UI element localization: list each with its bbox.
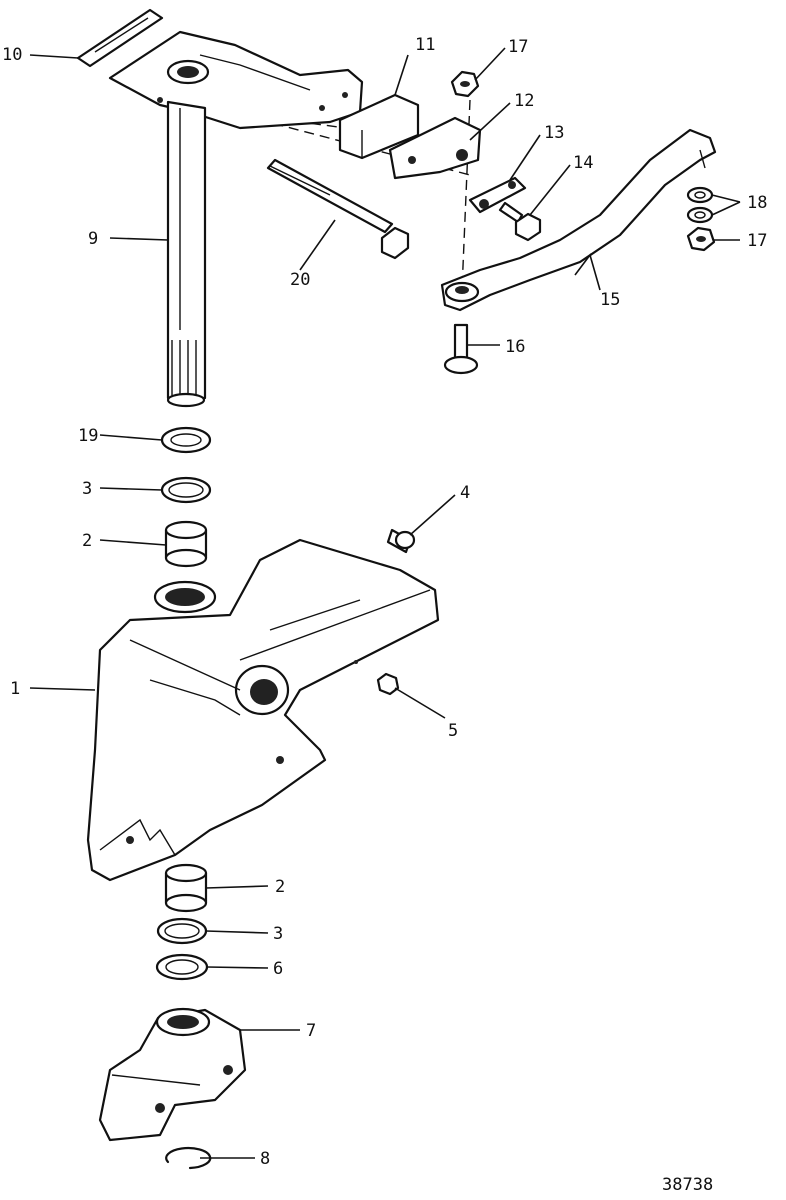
callout-3-lower: 3 (273, 924, 283, 944)
part-13-tab-washer (468, 176, 527, 214)
figure-number: 38738 (662, 1175, 713, 1195)
part-14-bolt (498, 201, 542, 242)
callout-16: 16 (505, 337, 525, 357)
callout-9: 9 (88, 229, 98, 249)
part-19-ring (160, 426, 212, 454)
part-20-long-bolt (266, 158, 410, 260)
part-3-ring-upper (160, 476, 212, 504)
callout-10: 10 (2, 45, 22, 65)
callout-13: 13 (544, 123, 564, 143)
part-17-nut-top (450, 70, 480, 98)
callout-labels: 10 11 17 12 13 14 18 17 9 20 15 16 19 3 … (2, 35, 767, 1195)
part-10-retainer-plate (76, 8, 164, 68)
part-8-snap-ring (165, 1146, 212, 1170)
part-7-steering-yoke (98, 1007, 247, 1142)
callout-7: 7 (306, 1021, 316, 1041)
part-12-plate (388, 116, 482, 180)
part-3-ring-lower (156, 917, 208, 945)
part-steering-arm-bracket (108, 30, 364, 130)
part-17-nut-right (686, 226, 716, 252)
part-5-grease-fitting (376, 672, 400, 696)
callout-20: 20 (290, 270, 310, 290)
part-2-bushing-lower (164, 863, 208, 913)
callout-5: 5 (448, 721, 458, 741)
part-2-bushing-upper (164, 520, 208, 568)
callout-2-upper: 2 (82, 531, 92, 551)
callout-6: 6 (273, 959, 283, 979)
leader-lines (29, 47, 741, 1159)
callout-19: 19 (78, 426, 98, 446)
callout-14: 14 (573, 153, 593, 173)
callout-17-right: 17 (747, 231, 767, 251)
callout-2-lower: 2 (275, 877, 285, 897)
part-4-small-bushing (386, 528, 416, 554)
callout-3-upper: 3 (82, 479, 92, 499)
part-16-bolt (443, 323, 479, 375)
callout-18: 18 (747, 193, 767, 213)
callout-17-top: 17 (508, 37, 528, 57)
callout-1: 1 (10, 679, 20, 699)
part-15-link-rod (440, 128, 717, 312)
part-9-steering-shaft (166, 100, 207, 408)
callout-8: 8 (260, 1149, 270, 1169)
callout-12: 12 (514, 91, 534, 111)
part-1-swivel-bracket (86, 538, 440, 882)
callout-11: 11 (415, 35, 435, 55)
part-18-washers (686, 186, 714, 224)
part-6-washer (155, 953, 209, 981)
callout-4: 4 (460, 483, 470, 503)
callout-15: 15 (600, 290, 620, 310)
